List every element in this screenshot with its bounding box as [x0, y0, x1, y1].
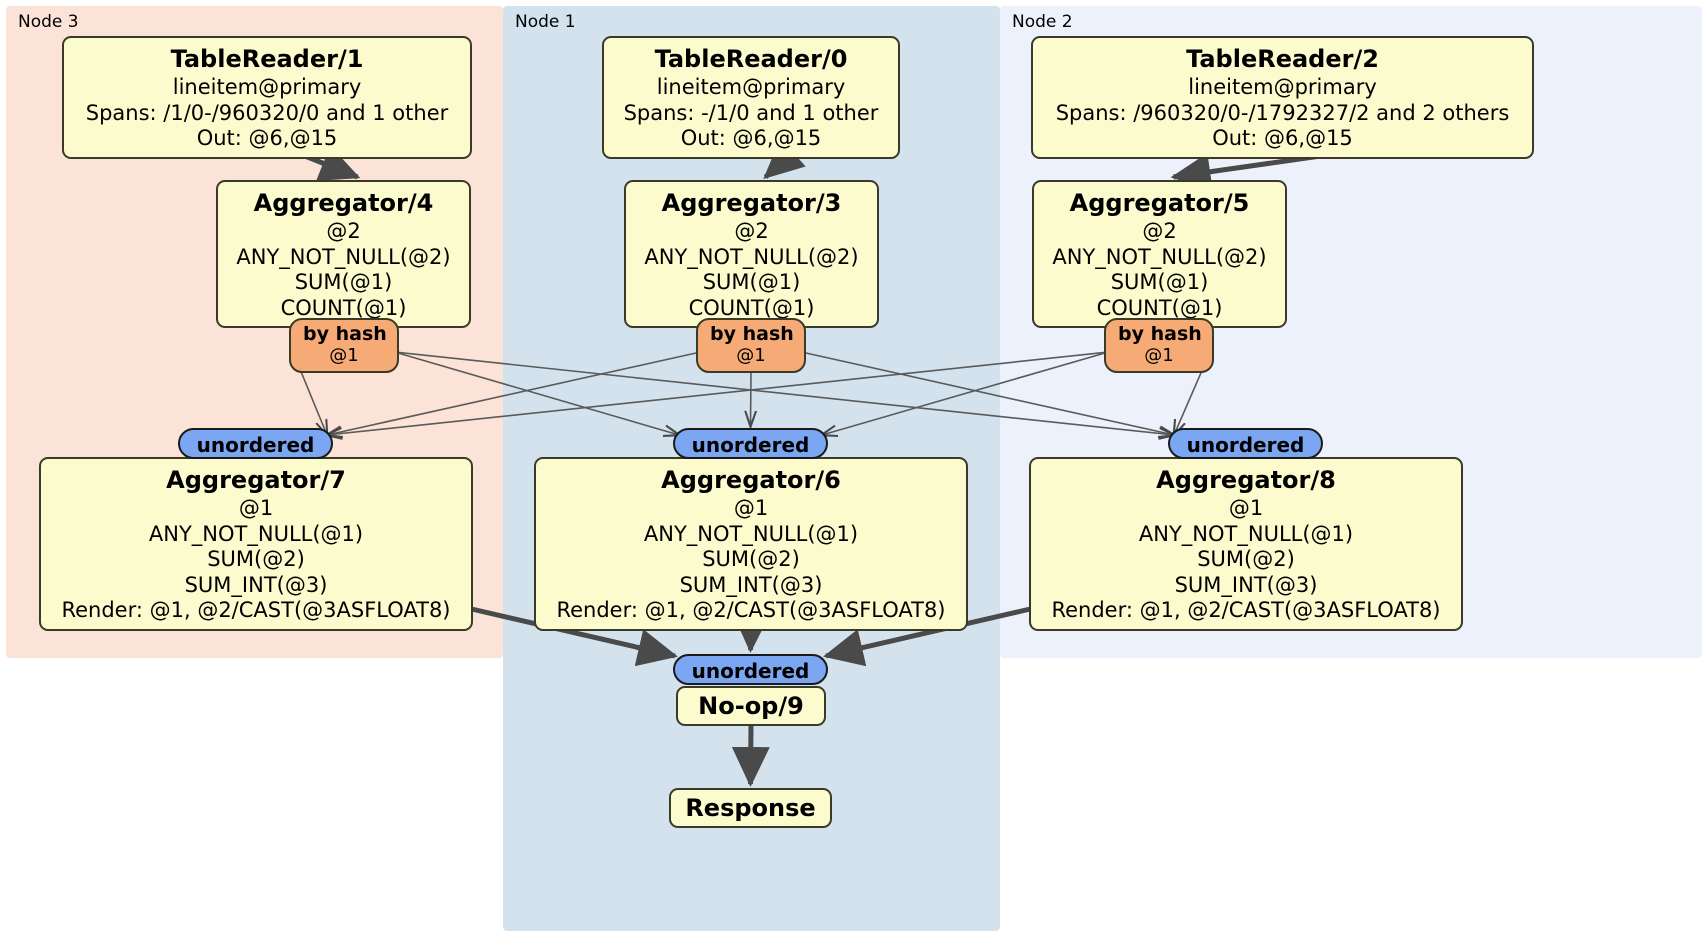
processor-detail-line: ANY_NOT_NULL(@1): [1138, 521, 1354, 546]
router-hash-column: @1: [329, 345, 359, 366]
processor-title: Aggregator/4: [253, 189, 434, 217]
router-hash-column: @1: [736, 345, 766, 366]
processor-title: Aggregator/6: [661, 466, 841, 494]
router-label: by hash: [303, 323, 387, 345]
processor-detail-line: ANY_NOT_NULL(@2): [236, 244, 451, 269]
node-panel-label: Node 3: [18, 12, 79, 32]
processor-title: Aggregator/7: [166, 466, 346, 494]
processor-detail-line: lineitem@primary: [656, 75, 846, 99]
processor-detail-line: ANY_NOT_NULL(@2): [644, 244, 859, 269]
router-by-hash-bh3[interactable]: by hash@1: [696, 318, 806, 373]
processor-detail-line: Render: @1, @2/CAST(@3ASFLOAT8): [556, 598, 946, 622]
router-label: by hash: [710, 323, 794, 345]
router-label: by hash: [1118, 323, 1202, 345]
node-panel-label: Node 2: [1012, 12, 1073, 32]
processor-detail-line: Spans: -/1/0 and 1 other: [623, 100, 879, 125]
processor-title: Aggregator/8: [1156, 466, 1336, 494]
processor-detail-line: @1: [238, 496, 274, 520]
processor-detail-line: SUM(@2): [207, 547, 305, 571]
processor-noop9[interactable]: No-op/9: [676, 686, 826, 726]
node-panel-label: Node 1: [515, 12, 576, 32]
router-hash-column: @1: [1144, 345, 1174, 366]
router-by-hash-bh4[interactable]: by hash@1: [289, 318, 399, 373]
processor-detail-line: ANY_NOT_NULL(@2): [1052, 244, 1267, 269]
processor-title: TableReader/2: [1186, 45, 1379, 73]
processor-detail-line: SUM(@2): [702, 547, 800, 571]
processor-detail-line: SUM_INT(@3): [679, 572, 823, 597]
processor-detail-line: lineitem@primary: [172, 75, 362, 99]
processor-detail-line: SUM(@1): [1110, 270, 1209, 294]
processor-detail-line: Render: @1, @2/CAST(@3ASFLOAT8): [61, 598, 451, 622]
synchronizer-unordered-un7[interactable]: unordered: [178, 428, 333, 459]
processor-detail-line: Render: @1, @2/CAST(@3ASFLOAT8): [1051, 598, 1441, 622]
processor-title: Aggregator/5: [1069, 189, 1250, 217]
processor-detail-line: COUNT(@1): [280, 295, 407, 320]
synchronizer-unordered-unfin[interactable]: unordered: [673, 654, 828, 685]
router-by-hash-bh5[interactable]: by hash@1: [1104, 318, 1214, 373]
processor-detail-line: Out: @6,@15: [196, 126, 338, 150]
processor-detail-line: @1: [733, 496, 769, 520]
processor-detail-line: ANY_NOT_NULL(@1): [643, 521, 859, 546]
processor-detail-line: SUM(@1): [294, 270, 393, 294]
processor-response[interactable]: Response: [669, 788, 832, 828]
processor-title: TableReader/0: [654, 45, 848, 73]
processor-detail-line: SUM_INT(@3): [1174, 572, 1318, 597]
processor-detail-line: SUM(@1): [702, 270, 801, 294]
processor-detail-line: COUNT(@1): [1096, 295, 1223, 320]
processor-detail-line: ANY_NOT_NULL(@1): [148, 521, 364, 546]
processor-detail-line: @2: [734, 219, 769, 243]
synchronizer-unordered-un8[interactable]: unordered: [1168, 428, 1323, 459]
processor-detail-line: @2: [1142, 219, 1177, 243]
processor-detail-line: SUM(@2): [1197, 547, 1295, 571]
processor-title: No-op/9: [698, 692, 804, 720]
processor-detail-line: COUNT(@1): [688, 295, 815, 320]
processor-detail-line: @1: [1228, 496, 1264, 520]
processor-detail-line: Out: @6,@15: [680, 126, 822, 150]
synchronizer-unordered-un6[interactable]: unordered: [673, 428, 828, 459]
processor-detail-line: SUM_INT(@3): [184, 572, 328, 597]
processor-title: Aggregator/3: [661, 189, 842, 217]
processor-title: TableReader/1: [170, 45, 364, 73]
processor-detail-line: Spans: /1/0-/960320/0 and 1 other: [85, 100, 449, 125]
processor-detail-line: lineitem@primary: [1188, 75, 1377, 99]
processor-detail-line: @2: [326, 219, 361, 243]
processor-title: Response: [685, 794, 816, 822]
processor-detail-line: Out: @6,@15: [1212, 126, 1353, 150]
processor-detail-line: Spans: /960320/0-/1792327/2 and 2 others: [1055, 100, 1510, 125]
